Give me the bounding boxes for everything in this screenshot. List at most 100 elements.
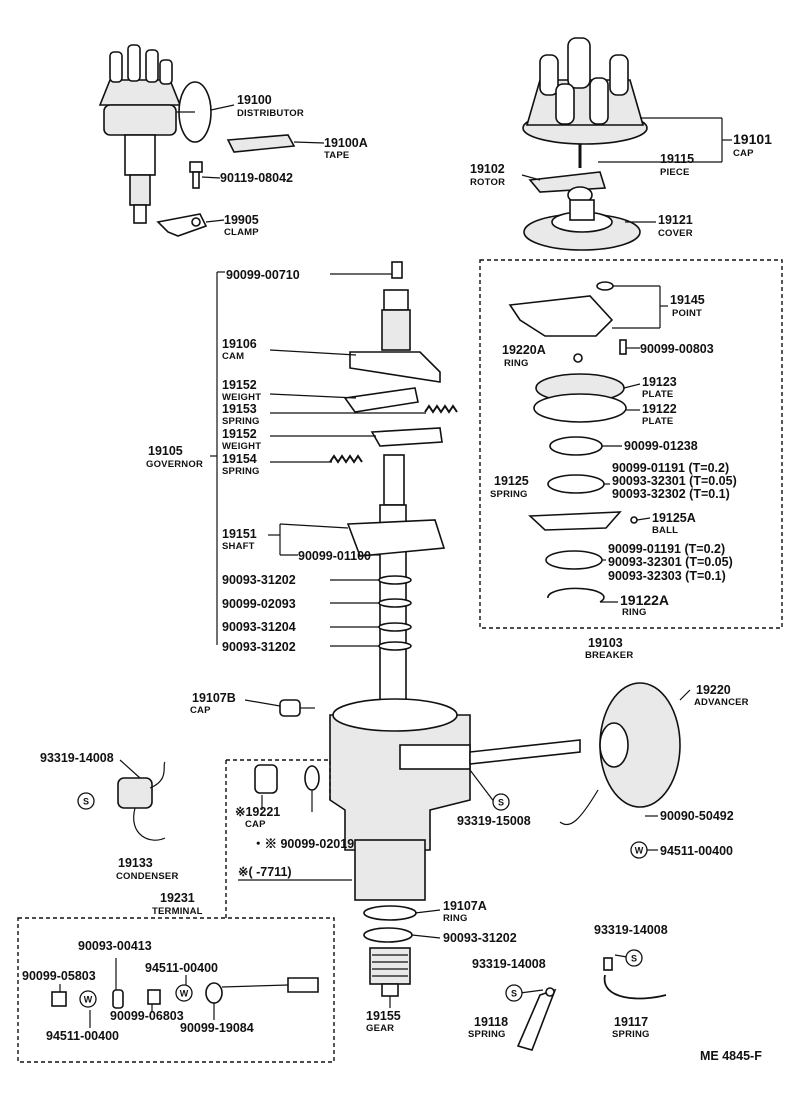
cover-drawing — [523, 199, 641, 251]
shaft-drawing — [346, 454, 446, 711]
label-distributor: 19100 DISTRIBUTOR — [237, 93, 304, 119]
label-shim-a2: 90093-32301 (T=0.05) — [612, 474, 737, 488]
svg-text:19122A: 19122A — [620, 592, 669, 608]
svg-text:PLATE: PLATE — [642, 416, 673, 427]
gear-drawing — [363, 905, 417, 997]
label-weight-2: 19152 WEIGHT — [222, 427, 261, 452]
spring-19117-drawing — [603, 957, 667, 1000]
label-washer-90093-31202-c: 90093-31202 — [443, 931, 517, 945]
label-governor: 19105 GOVERNOR — [146, 444, 203, 470]
label-plate-1: 19123 PLATE — [642, 375, 677, 400]
label-terminal: 19231 TERMINAL — [152, 891, 203, 917]
label-screw-90099-00710: 90099-00710 — [226, 268, 300, 282]
svg-text:19123: 19123 — [642, 375, 677, 389]
label-washer-90099-02093: 90099-02093 — [222, 597, 296, 611]
label-shim-b2: 90093-32301 (T=0.05) — [608, 555, 733, 569]
label-cover: 19121 COVER — [658, 213, 693, 239]
bolt-drawing — [189, 161, 203, 189]
svg-text:WEIGHT: WEIGHT — [222, 441, 261, 452]
label-washer-90093-31202-a: 90093-31202 — [222, 573, 296, 587]
svg-text:W: W — [635, 846, 644, 856]
svg-text:19125: 19125 — [494, 474, 529, 488]
cam-drawing — [349, 261, 441, 383]
svg-text:COVER: COVER — [658, 228, 693, 239]
s-marker-icon: S — [77, 792, 95, 810]
label-weight-1: 19152 WEIGHT — [222, 378, 261, 403]
svg-text:19220A: 19220A — [502, 343, 546, 357]
w-marker-icon: W — [79, 990, 97, 1008]
label-shim-b3: 90093-32303 (T=0.1) — [608, 569, 726, 583]
label-clamp: 19905 CLAMP — [224, 213, 259, 238]
spring-drawing — [329, 404, 458, 464]
svg-text:S: S — [83, 797, 89, 807]
label-washer-90093-31204: 90093-31204 — [222, 620, 296, 634]
label-advancer: 19220 ADVANCER — [694, 683, 749, 708]
label-cap-19221: ※19221 CAP — [235, 805, 280, 830]
s-marker-icon: S — [492, 793, 510, 811]
label-spring-19118: 19118 SPRING — [468, 1015, 508, 1040]
svg-text:19125A: 19125A — [652, 511, 696, 525]
label-cap: 19101 CAP — [733, 131, 772, 159]
label-piece: 19115 PIECE — [660, 152, 694, 178]
svg-text:19231: 19231 — [160, 891, 195, 905]
label-spring-19117: 19117 SPRING — [612, 1015, 650, 1040]
svg-text:SPRING: SPRING — [468, 1029, 506, 1040]
rotor-drawing — [528, 171, 607, 204]
svg-text:CAP: CAP — [245, 819, 266, 830]
svg-text:19154: 19154 — [222, 452, 257, 466]
svg-text:GEAR: GEAR — [366, 1023, 394, 1034]
label-washer-90093-31202-b: 90093-31202 — [222, 640, 296, 654]
label-shim-a1: 90099-01191 (T=0.2) — [612, 461, 729, 475]
label-spring-19154: 19154 SPRING — [222, 452, 259, 477]
svg-text:19101: 19101 — [733, 131, 772, 147]
label-seal-90099-02019: ・※ 90099-02019 — [252, 837, 354, 851]
svg-text:RING: RING — [504, 358, 529, 369]
label-shim-a3: 90093-32302 (T=0.1) — [612, 487, 730, 501]
svg-text:PLATE: PLATE — [642, 389, 673, 400]
svg-text:※19221: ※19221 — [235, 805, 280, 819]
svg-text:19102: 19102 — [470, 162, 505, 176]
tape-drawing — [226, 134, 296, 153]
svg-text:19107B: 19107B — [192, 691, 236, 705]
svg-text:19220: 19220 — [696, 683, 731, 697]
reference-code: ME 4845-F — [700, 1049, 762, 1063]
terminal-group-box — [17, 917, 335, 1063]
svg-text:DISTRIBUTOR: DISTRIBUTOR — [237, 108, 304, 119]
svg-text:SHAFT: SHAFT — [222, 541, 255, 552]
label-ball: 19125A BALL — [652, 511, 696, 536]
svg-text:TERMINAL: TERMINAL — [152, 906, 203, 917]
label-gear: 19155 GEAR — [366, 1009, 401, 1034]
svg-text:19107A: 19107A — [443, 899, 487, 913]
advancer-drawing — [559, 682, 681, 826]
svg-text:ROTOR: ROTOR — [470, 177, 505, 188]
svg-text:19100: 19100 — [237, 93, 272, 107]
svg-text:GOVERNOR: GOVERNOR — [146, 459, 203, 470]
svg-text:S: S — [631, 954, 637, 964]
svg-text:TAPE: TAPE — [324, 150, 349, 161]
label-date-note: ※( -7711) — [238, 865, 292, 879]
svg-text:SPRING: SPRING — [490, 489, 528, 500]
label-condenser: 19133 CONDENSER — [116, 856, 178, 882]
svg-text:S: S — [511, 989, 517, 999]
condenser-drawing — [117, 761, 166, 841]
svg-text:RING: RING — [622, 607, 647, 618]
svg-text:19100A: 19100A — [324, 136, 368, 150]
svg-text:W: W — [84, 995, 93, 1005]
label-washer-90099-01100: 90099-01100 — [298, 549, 371, 563]
label-ring-19122a: 19122A RING — [620, 592, 669, 618]
svg-text:SPRING: SPRING — [612, 1029, 650, 1040]
svg-text:W: W — [180, 989, 189, 999]
s-marker-icon: S — [505, 984, 523, 1002]
svg-text:BREAKER: BREAKER — [585, 650, 633, 661]
label-screw-93319-14008-b: 93319-14008 — [472, 957, 546, 971]
label-washer-94511-00400-a: 94511-00400 — [660, 844, 733, 858]
svg-text:19133: 19133 — [118, 856, 153, 870]
svg-text:BALL: BALL — [652, 525, 678, 536]
label-plate-2: 19122 PLATE — [642, 402, 677, 427]
label-insulator-90099-19084: 90099-19084 — [180, 1021, 254, 1035]
label-nut-90099-05803: 90099-05803 — [22, 969, 96, 983]
svg-text:CLAMP: CLAMP — [224, 227, 259, 238]
label-washer-94511-00400-b: 94511-00400 — [145, 961, 218, 975]
label-screw-90099-00803: 90099-00803 — [640, 342, 714, 356]
